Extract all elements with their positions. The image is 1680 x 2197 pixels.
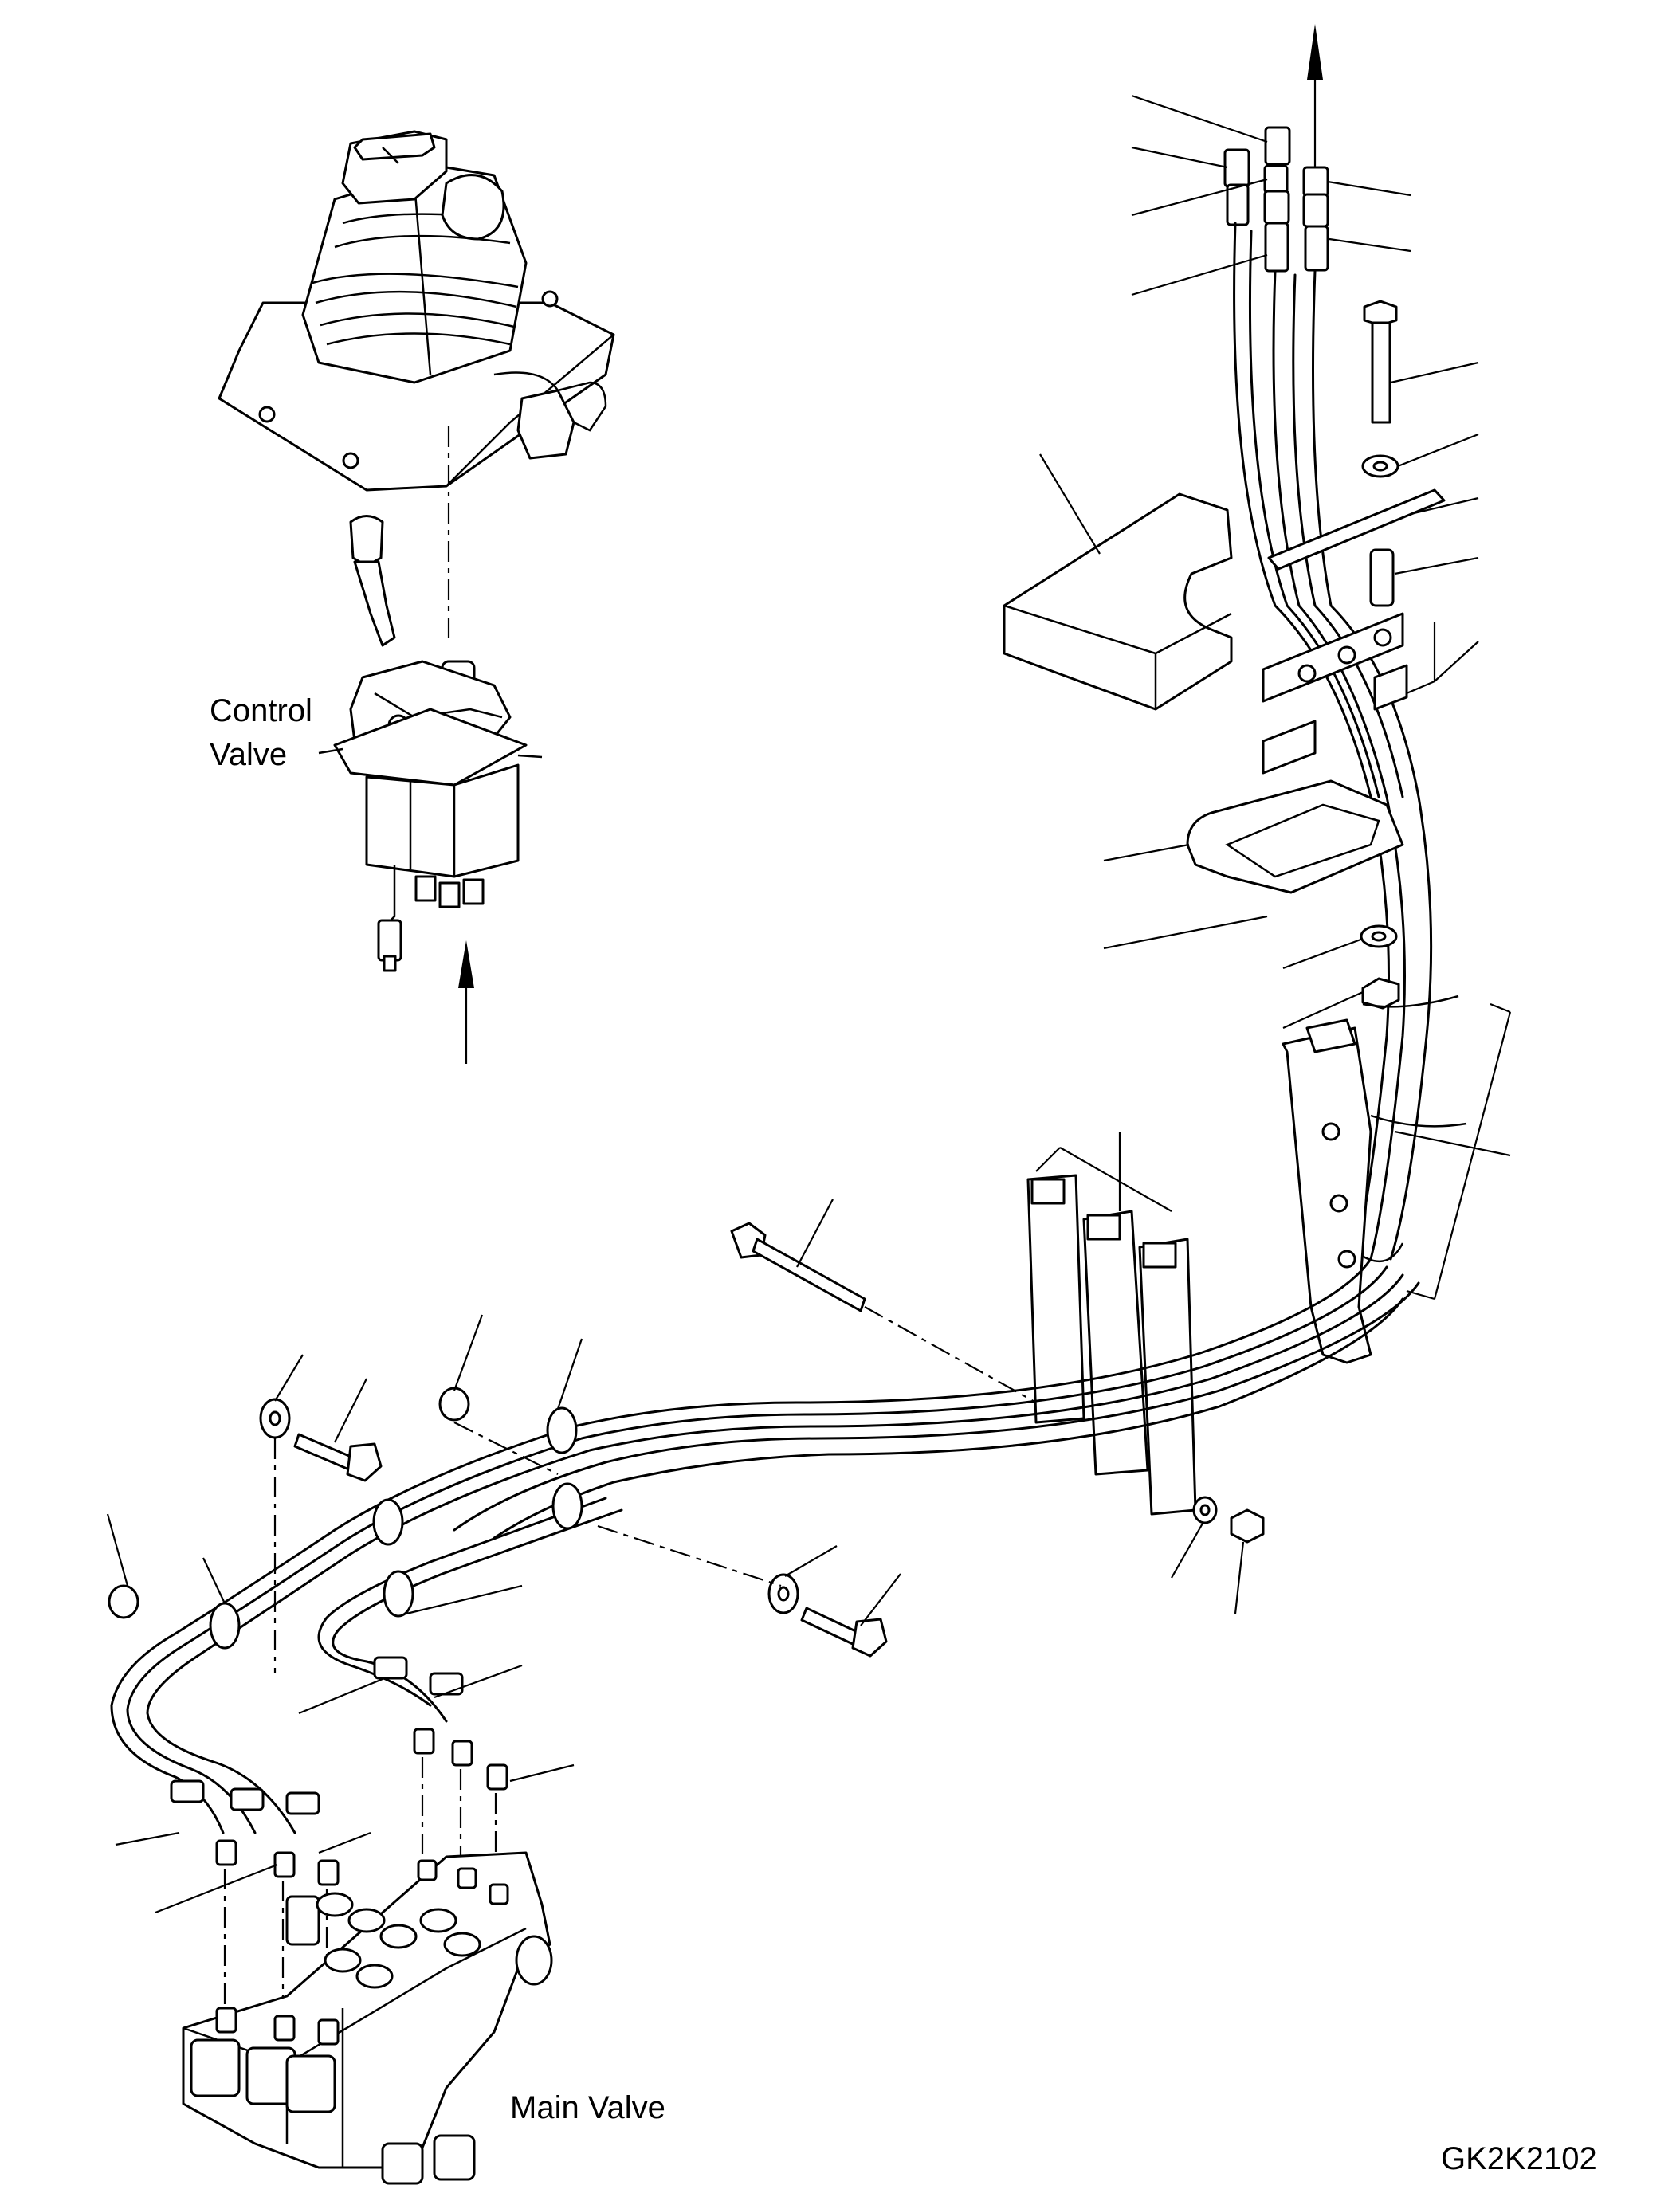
center-line xyxy=(453,1422,559,1475)
center-line xyxy=(597,1524,782,1587)
washer-top xyxy=(1361,454,1399,478)
cable-tie-bands xyxy=(1354,995,1467,1263)
long-clamp-bolt xyxy=(730,1222,866,1312)
clamp-bolt xyxy=(1363,300,1398,424)
callout-leader-lines xyxy=(106,94,1512,1914)
washer-mid xyxy=(1360,924,1398,948)
main-valve-assembly xyxy=(182,1851,553,2185)
clamp-block-lower xyxy=(1262,664,1408,775)
hose-clamp-plates xyxy=(1026,1018,1372,1516)
control-valve-assembly xyxy=(318,515,543,972)
main-valve-label: Main Valve xyxy=(510,2090,665,2125)
washer-center xyxy=(767,1573,799,1614)
mounting-bracket-box xyxy=(1003,492,1233,711)
spacer-collar xyxy=(1369,548,1395,607)
joystick-console-assembly xyxy=(218,130,615,492)
hose-bundle-upper xyxy=(1233,222,1433,1261)
bolt-center xyxy=(800,1607,888,1658)
nut-mid xyxy=(1361,977,1400,1010)
bolt-center-line xyxy=(864,1306,1037,1403)
bolt-left xyxy=(293,1433,383,1482)
flow-arrow-up-control-valve xyxy=(458,940,474,1064)
hose-bundle-lower xyxy=(110,1257,1420,1834)
spacer-left-lower xyxy=(108,1584,139,1619)
hose-end-fittings-main-valve xyxy=(215,1728,508,1886)
control-valve-label-line2: Valve xyxy=(210,737,287,772)
clamp-plate-top xyxy=(1267,488,1446,571)
hose-end-fittings-top xyxy=(1223,126,1329,273)
washer-right-lower xyxy=(1192,1496,1218,1524)
u-bolt-bracket xyxy=(1186,779,1404,894)
nut-right-lower xyxy=(1230,1508,1265,1544)
hose-grommets xyxy=(170,1406,583,1815)
washer-left xyxy=(259,1398,291,1439)
drawing-number: GK2K2102 xyxy=(1441,2141,1597,2176)
clamp-block-upper xyxy=(1262,612,1404,703)
control-valve-label-line1: Control xyxy=(210,693,312,728)
spacer-left-upper xyxy=(438,1387,470,1422)
